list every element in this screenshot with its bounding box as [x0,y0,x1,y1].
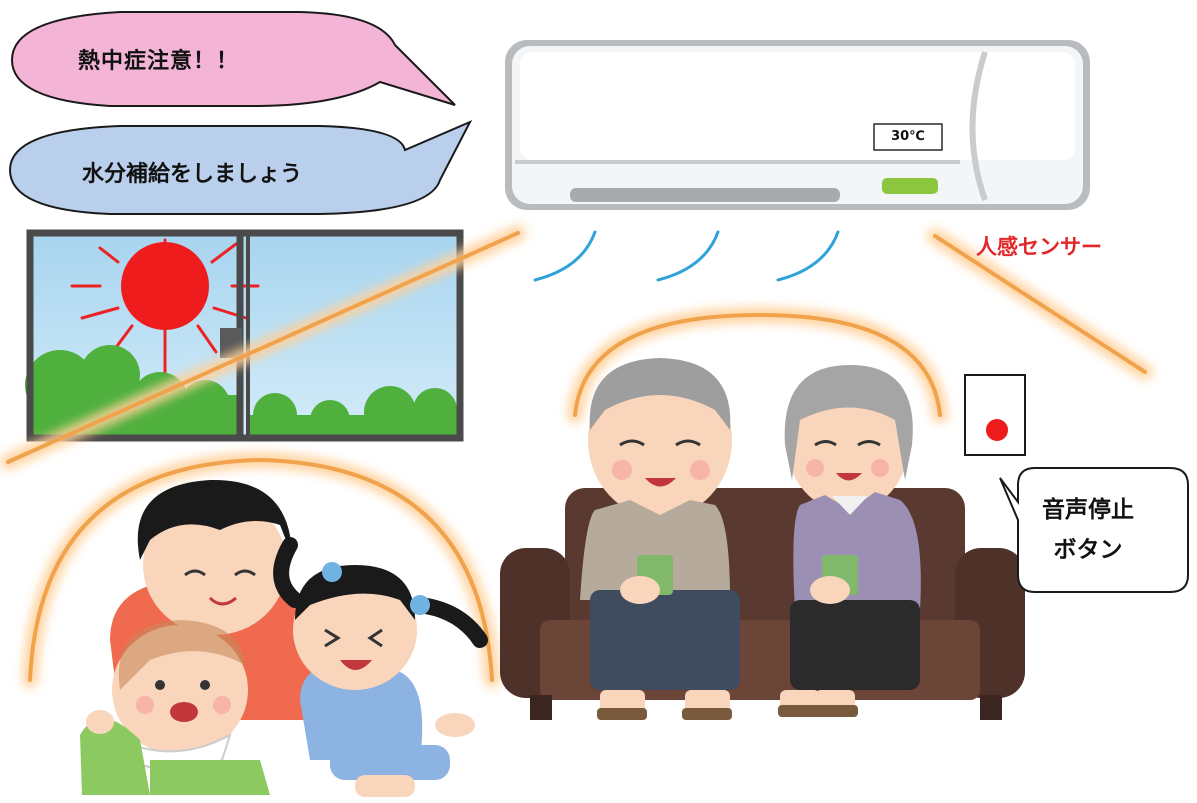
sun-icon [121,242,209,330]
stop-button-label-line1: 音声停止 [1042,497,1134,523]
grandmother-figure [778,365,921,717]
grandfather-figure [580,358,740,720]
air-conditioner [505,40,1090,210]
airflow-icon [533,230,840,282]
sofa [500,488,1025,720]
family-children-figures [80,479,488,797]
stop-button-speech-bubble [999,467,1189,593]
hydrate-speech-bubble [8,119,473,215]
stop-button-label-line2: ボタン [1053,537,1123,563]
window-with-sun [25,229,464,442]
hydration-message: 水分補給をしましょう [82,162,303,187]
voice-stop-button-device [964,374,1026,456]
warning-message: 熱中症注意！！ [78,49,240,74]
motion-sensor-label: 人感センサー [976,235,1102,259]
temperature-display [873,123,943,151]
window-latch-icon [220,328,242,358]
temperature-readout: 30℃ [891,129,925,144]
warning-speech-bubble [10,11,456,107]
power-indicator-icon [882,178,938,194]
stop-button-label: 音声停止 ボタン [1018,490,1158,570]
red-button-icon [986,419,1008,441]
sensor-beams [0,225,1153,688]
